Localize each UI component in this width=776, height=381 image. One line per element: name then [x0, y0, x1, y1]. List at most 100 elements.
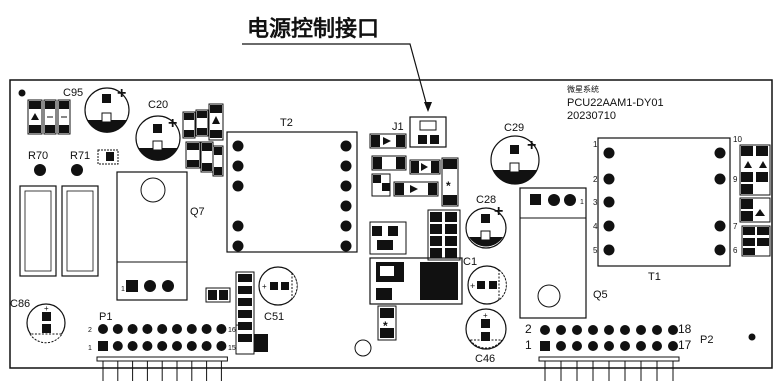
- header-pad: [620, 341, 630, 351]
- header-pad: [157, 324, 168, 334]
- capacitor-c1: [467, 265, 507, 305]
- pin-label: 16: [228, 327, 236, 334]
- header-pad: [172, 341, 182, 351]
- polarity-plus: +: [470, 281, 475, 291]
- pin-label: 9: [733, 175, 738, 184]
- pin-label: 7: [733, 222, 738, 231]
- header-pad: [540, 325, 550, 335]
- smd-small-center-left: [205, 287, 231, 303]
- header-p2: [540, 325, 678, 351]
- via-pad: [71, 164, 83, 176]
- polarity-minus: -: [236, 319, 240, 331]
- resistor-r71-body: [61, 185, 99, 277]
- header-pad: [652, 325, 662, 335]
- ref-c86: C86: [10, 298, 30, 310]
- pin-label: 6: [733, 246, 738, 255]
- capacitor-c95: [84, 87, 130, 133]
- mounting-hole: [354, 339, 372, 357]
- callout-arrowhead: [424, 102, 432, 112]
- header-pad: [142, 341, 153, 351]
- polarity-plus: +: [44, 304, 49, 313]
- header-pad: [112, 341, 123, 351]
- header-pad: [216, 324, 227, 334]
- header-pad: [668, 325, 678, 335]
- resistor-r70-body: [19, 185, 57, 277]
- header-pad: [556, 341, 566, 351]
- ref-t1: T1: [648, 271, 661, 283]
- header-pad: [540, 341, 550, 351]
- pin-label: 2: [525, 322, 532, 336]
- header-pad: [668, 341, 678, 351]
- ref-c29: C29: [504, 122, 524, 134]
- pin-label: 4: [593, 222, 598, 231]
- pin-label: 18: [678, 322, 692, 336]
- header-p2-legs: [538, 356, 680, 381]
- connector-j1: [409, 116, 447, 148]
- resistor-r71-inner: [66, 190, 94, 272]
- header-rail: [96, 356, 228, 362]
- polarity-plus: +: [483, 311, 488, 320]
- pin-label: 15: [228, 345, 236, 352]
- ref-c1: C1: [463, 256, 477, 268]
- ref-p2: P2: [700, 334, 713, 346]
- ref-r70: R70: [28, 150, 48, 162]
- via-pad: [34, 164, 46, 176]
- polarity-plus: +: [168, 115, 177, 132]
- pin-label: 1: [88, 345, 92, 352]
- header-pad: [556, 325, 566, 335]
- header-pad: [604, 325, 614, 335]
- pin-label: 2: [593, 175, 598, 184]
- pin-label: 1: [121, 286, 125, 293]
- ref-r71: R71: [70, 150, 90, 162]
- transistor-q7: [116, 171, 188, 301]
- header-pad: [127, 324, 138, 334]
- header-pad: [98, 324, 108, 334]
- pin-label: 10: [733, 135, 742, 144]
- header-pad: [127, 341, 138, 351]
- ref-q5: Q5: [593, 289, 608, 301]
- ref-c51: C51: [264, 311, 284, 323]
- polarity-plus: +: [494, 203, 503, 220]
- header-pad: [588, 341, 598, 351]
- polarity-plus: +: [262, 282, 267, 291]
- brand-label: 微星系统: [567, 84, 599, 94]
- board-date: 20230710: [567, 110, 616, 122]
- header-pad: [142, 324, 153, 334]
- capacitor-c86: [26, 303, 66, 344]
- header-p1: [98, 324, 227, 351]
- transformer-t1: [597, 137, 731, 267]
- ref-t2: T2: [280, 117, 293, 129]
- header-pad: [652, 341, 662, 351]
- transformer-t2: [226, 131, 358, 253]
- pin-label: 17: [678, 338, 692, 352]
- header-pad: [588, 325, 598, 335]
- capacitor-c28: [465, 207, 507, 249]
- ref-j1: J1: [392, 121, 404, 133]
- polarity-plus: +: [117, 85, 126, 102]
- header-pad: [572, 341, 582, 351]
- board-outline: [9, 79, 773, 369]
- capacitor-c46: [465, 308, 507, 350]
- pin-label: 1: [525, 338, 532, 352]
- header-pad: [604, 341, 614, 351]
- smd-cluster-c20: [182, 103, 224, 177]
- header-pad: [572, 325, 582, 335]
- header-p1-legs: [96, 356, 228, 381]
- ref-q7: Q7: [190, 206, 205, 218]
- mounting-dot: [18, 89, 26, 97]
- header-pad: [201, 324, 212, 334]
- smd-group-c95: [27, 99, 71, 135]
- smd-cluster-right: [739, 144, 771, 257]
- capacitor-c51: [258, 266, 298, 306]
- pin-label: 2: [88, 327, 92, 334]
- ref-c28: C28: [476, 194, 496, 206]
- mounting-dot: [748, 333, 756, 341]
- pin-label: 1: [593, 140, 598, 149]
- header-pad: [201, 341, 212, 351]
- callout-label: 电源控制接口: [247, 16, 379, 42]
- resistor-r70-inner: [24, 190, 52, 272]
- smd-cluster-center: [369, 133, 463, 341]
- header-pad: [98, 341, 108, 351]
- header-pad: [186, 341, 197, 351]
- header-pad: [620, 325, 630, 335]
